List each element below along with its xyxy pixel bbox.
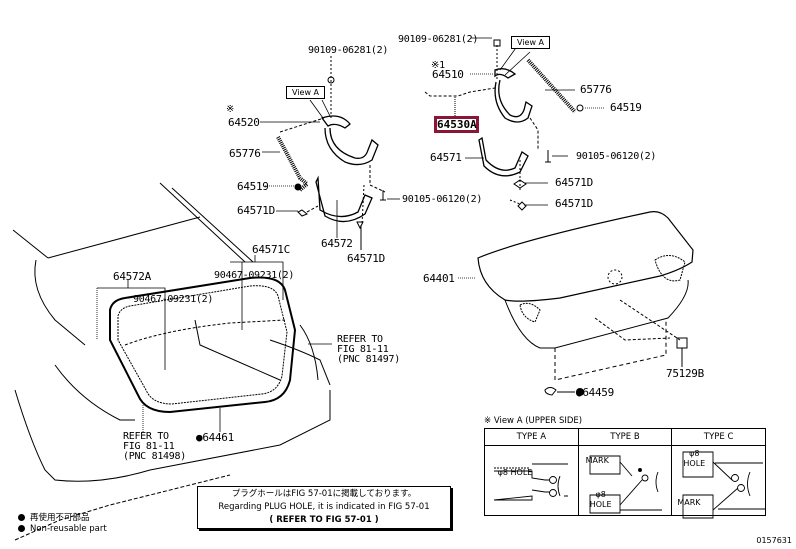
part-label-64459[interactable]: ●64459 [576,386,614,399]
part-label-90109-left[interactable]: 90109-06281(2) [308,45,389,56]
part-label-64401[interactable]: 64401 [423,272,455,285]
legend-jp-text: 再使用不可部品 [30,513,90,523]
part-label-64571d-right-2[interactable]: 64571D [555,197,593,210]
part-label-64571d-left-bottom[interactable]: 64571D [347,252,385,265]
mark-right: ※1 [431,60,445,71]
type-a-header: TYPE A [484,428,579,446]
part-label-90105-left[interactable]: 90105-06120(2) [402,194,483,205]
non-reusable-dot-icon [18,514,25,521]
type-b-hole-label: φ8 HOLE [589,490,612,509]
part-label-90105-right[interactable]: 90105-06120(2) [576,151,657,162]
part-label-90467-left[interactable]: 90467-09231(2) [133,294,214,305]
legend-en: Non-reusable part [18,524,107,534]
car-body-outline [12,182,331,541]
figure-code: 0157631 [756,536,792,545]
weatherstrip-64461 [109,276,297,414]
mark-left: ※ [226,104,235,115]
part-label-64571c[interactable]: 64571C [252,243,290,256]
part-label-64572[interactable]: 64572 [321,237,353,250]
part-label-64572a[interactable]: 64572A [113,270,151,283]
left-hinge-assembly [276,56,386,250]
part-label-65776-left[interactable]: 65776 [229,147,261,160]
refer-81497-line1: REFER TO [337,334,383,345]
part-label-64571d-left[interactable]: 64571D [237,204,275,217]
plug-hole-note: プラグホールはFIG 57-01に掲載しております。 Regarding PLU… [197,486,451,529]
type-c-mark-label: MARK [677,498,701,507]
type-c-cell: φ8 HOLE MARK [671,445,766,516]
note-line-en: Regarding PLUG HOLE, it is indicated in … [218,502,430,512]
view-a-label-left: View A [286,86,325,99]
type-b-cell: MARK φ8 HOLE [577,445,673,516]
type-b-header: TYPE B [577,428,673,446]
refer-81498-line1: REFER TO [123,431,169,442]
legend-jp: 再使用不可部品 [18,511,90,523]
view-a-label-right: View A [511,36,550,49]
part-label-64519-left[interactable]: 64519 [237,180,269,193]
highlighted-part-64530a[interactable]: 64530A [434,116,479,133]
part-label-90467-right[interactable]: 90467-09231(2) [214,270,295,281]
part-label-64571d-right-1[interactable]: 64571D [555,176,593,189]
part-label-75129b[interactable]: 75129B [666,367,704,380]
refer-81498-line3: (PNC 81498) [123,451,186,462]
view-a-caption: ※ View A (UPPER SIDE) [484,416,583,426]
refer-81497-line3: (PNC 81497) [337,354,400,365]
view-a-type-table: TYPE A TYPE B TYPE C φ8 HOLE MARK φ8 HOL… [484,428,766,516]
part-label-90109-right[interactable]: 90109-06281(2) [398,34,479,45]
type-c-header: TYPE C [671,428,766,446]
type-a-cell: φ8 HOLE [484,445,579,516]
part-label-64461[interactable]: ●64461 [196,431,234,444]
type-c-hole-label: φ8 HOLE [683,449,706,468]
non-reusable-dot-icon [18,525,25,532]
note-line-jp: プラグホールはFIG 57-01に掲載しております。 [231,489,417,499]
refer-81498-line2: FIG 81-11 [123,441,175,452]
part-label-64571[interactable]: 64571 [430,151,462,164]
type-b-mark-label: MARK [585,456,609,465]
part-label-64519-right[interactable]: 64519 [610,101,642,114]
legend-en-text: Non-reusable part [30,524,107,534]
refer-81497-line2: FIG 81-11 [337,344,389,355]
part-label-64520[interactable]: 64520 [228,116,260,129]
trunk-lid-64401 [477,211,694,396]
type-a-hole-label: φ8 HOLE [497,468,533,477]
note-line-refer: ( REFER TO FIG 57-01 ) [269,515,379,525]
part-label-65776-right[interactable]: 65776 [580,83,612,96]
leader-lines [96,37,605,432]
part-label-64510[interactable]: 64510 [432,68,464,81]
